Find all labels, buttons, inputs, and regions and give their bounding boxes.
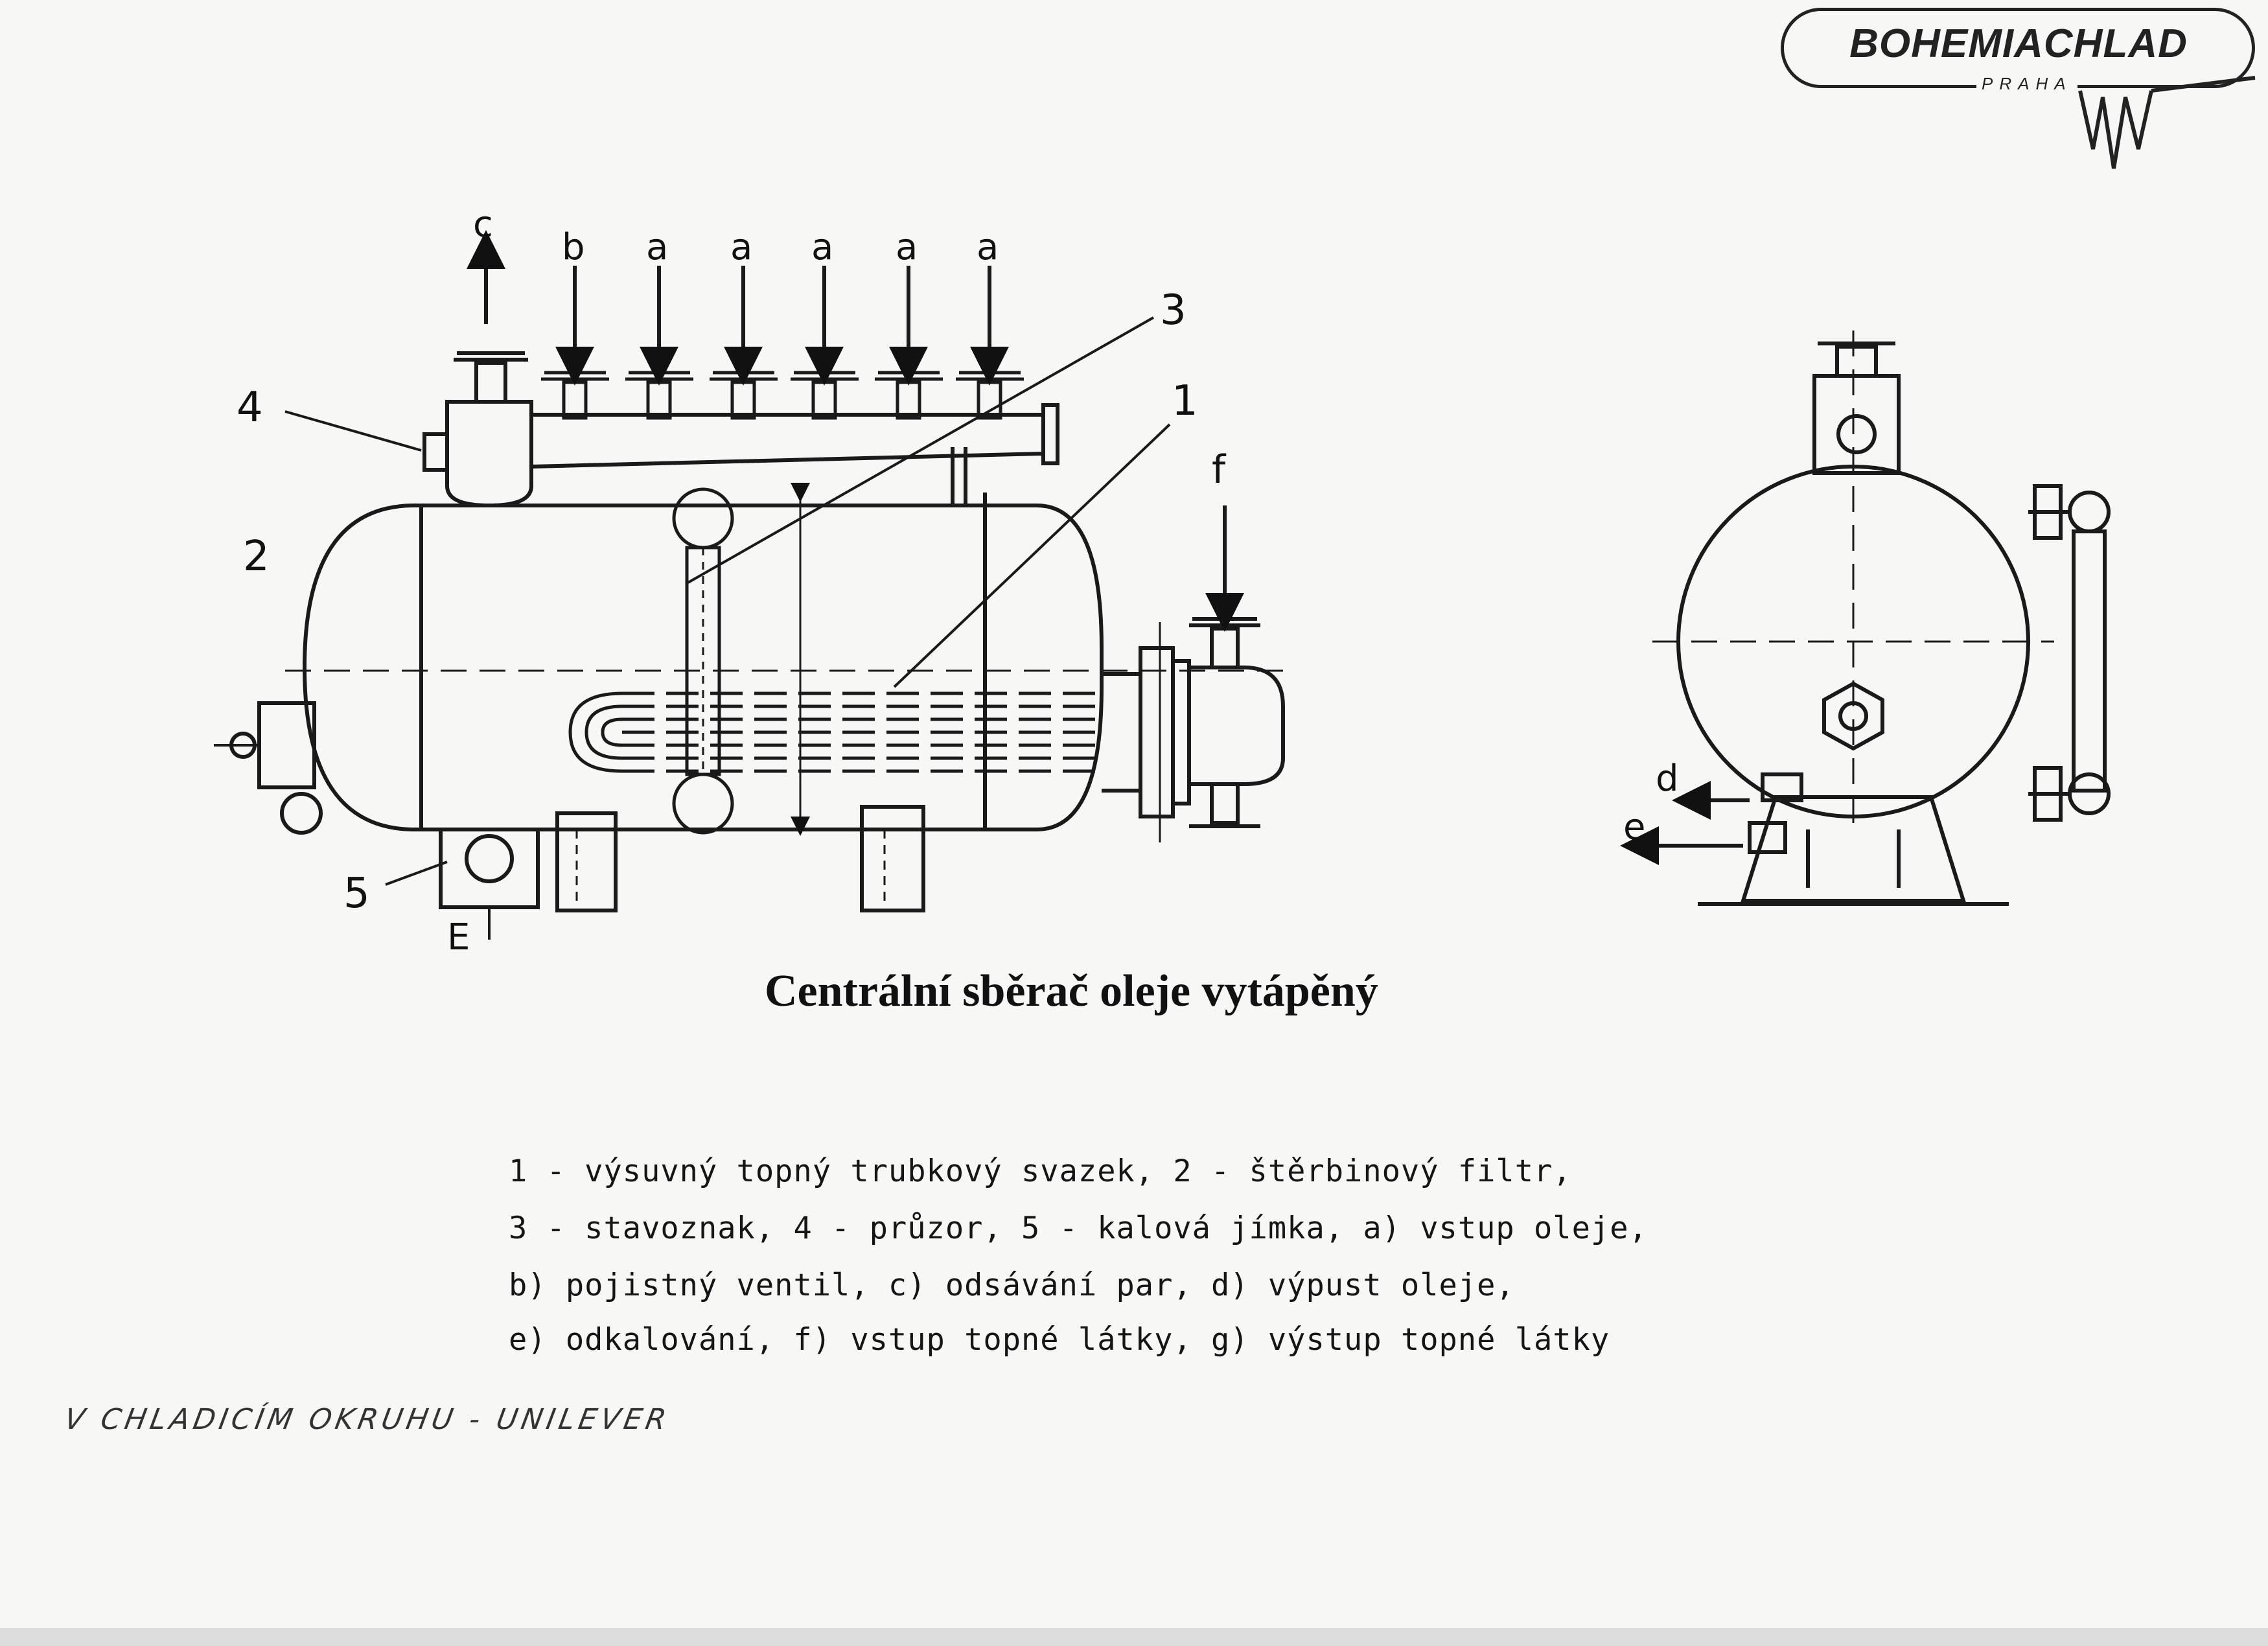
label-a-2: a — [730, 226, 752, 268]
logo-name: BOHEMIACHLAD — [1849, 21, 2188, 66]
legend-line-1: 1 - výsuvný topný trubkový svazek, 2 - š… — [509, 1153, 1572, 1189]
label-E: E — [447, 916, 470, 958]
inlet-nozzles — [541, 371, 1024, 420]
handwritten-note: V CHLADICÍM OKRUHU - UNILEVER — [62, 1403, 673, 1436]
scan-bottom-edge — [0, 1628, 2268, 1646]
label-e: e — [1623, 806, 1645, 848]
legend-line-2: 3 - stavoznak, 4 - průzor, 5 - kalová jí… — [509, 1211, 1648, 1246]
legend-line-3: b) pojistný ventil, c) odsávání par, d) … — [509, 1268, 1515, 1303]
label-d: d — [1656, 758, 1679, 800]
label-a-5: a — [977, 226, 999, 268]
label-a-4: a — [896, 226, 918, 268]
label-f: f — [1212, 447, 1227, 493]
label-5: 5 — [343, 870, 370, 918]
label-b: b — [562, 226, 585, 268]
label-3: 3 — [1160, 286, 1186, 334]
label-2: 2 — [243, 533, 270, 581]
label-a-1: a — [646, 226, 668, 268]
logo-city: PRAHA — [1976, 74, 2077, 94]
vessel-shell — [302, 504, 1104, 831]
label-1: 1 — [1172, 377, 1198, 425]
label-4: 4 — [237, 384, 263, 432]
tube-bundle — [568, 691, 1102, 773]
level-gauge — [672, 487, 734, 835]
logo-icicle-icon — [2078, 76, 2256, 169]
side-view — [214, 230, 1296, 940]
legend-line-4: e) odkalování, f) vstup topné látky, g) … — [509, 1322, 1610, 1358]
label-c: c — [473, 203, 493, 246]
end-view — [1620, 330, 2111, 906]
label-a-3: a — [811, 226, 833, 268]
drawing-title: Centrální sběrač oleje vytápěný — [765, 966, 1378, 1016]
